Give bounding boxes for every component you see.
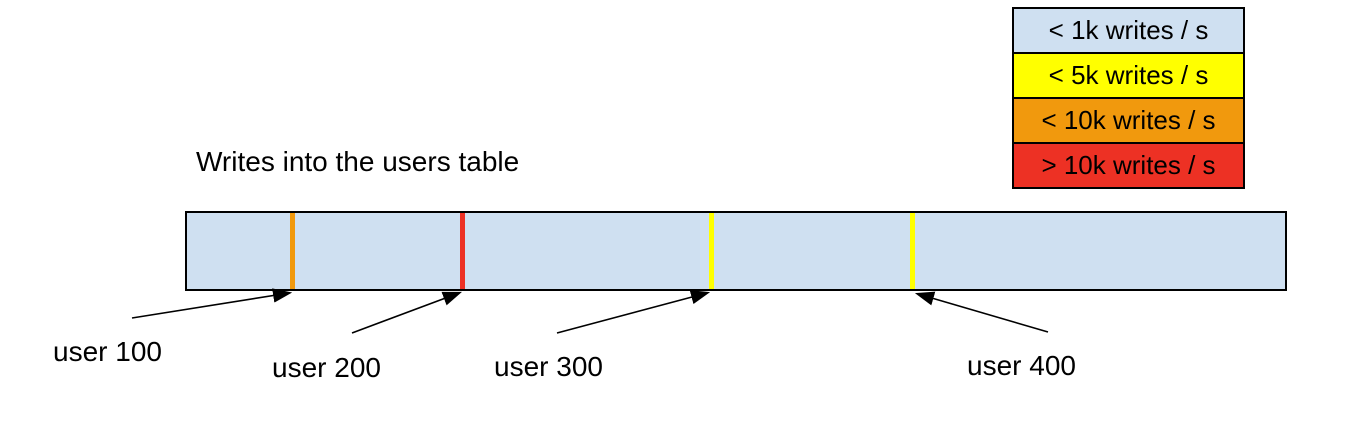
legend-item-gt-10k: > 10k writes / s [1012, 142, 1245, 189]
arrow-user-300 [556, 290, 711, 334]
user-label-300: user 300 [494, 351, 603, 382]
write-marker-user-200 [460, 213, 465, 289]
legend-label: > 10k writes / s [1041, 150, 1216, 180]
legend-label: < 5k writes / s [1048, 60, 1209, 90]
page-title: Writes into the users table [196, 146, 520, 177]
write-marker-user-400 [910, 213, 915, 289]
write-marker-user-300 [709, 213, 714, 289]
legend-item-lt-1k: < 1k writes / s [1012, 7, 1245, 54]
legend-label: < 10k writes / s [1041, 105, 1216, 135]
legend-item-lt-5k: < 5k writes / s [1012, 52, 1245, 99]
legend: < 1k writes / s < 5k writes / s < 10k wr… [1012, 7, 1245, 189]
user-label-100: user 100 [53, 336, 162, 367]
user-label-400: user 400 [967, 350, 1076, 381]
legend-item-lt-10k: < 10k writes / s [1012, 97, 1245, 144]
users-table-bar [185, 211, 1287, 291]
arrow-user-100 [131, 288, 293, 319]
user-label-200: user 200 [272, 352, 381, 383]
arrow-user-200 [351, 291, 462, 334]
write-marker-user-100 [290, 213, 295, 289]
arrow-user-400 [914, 291, 1049, 333]
legend-label: < 1k writes / s [1048, 15, 1209, 45]
